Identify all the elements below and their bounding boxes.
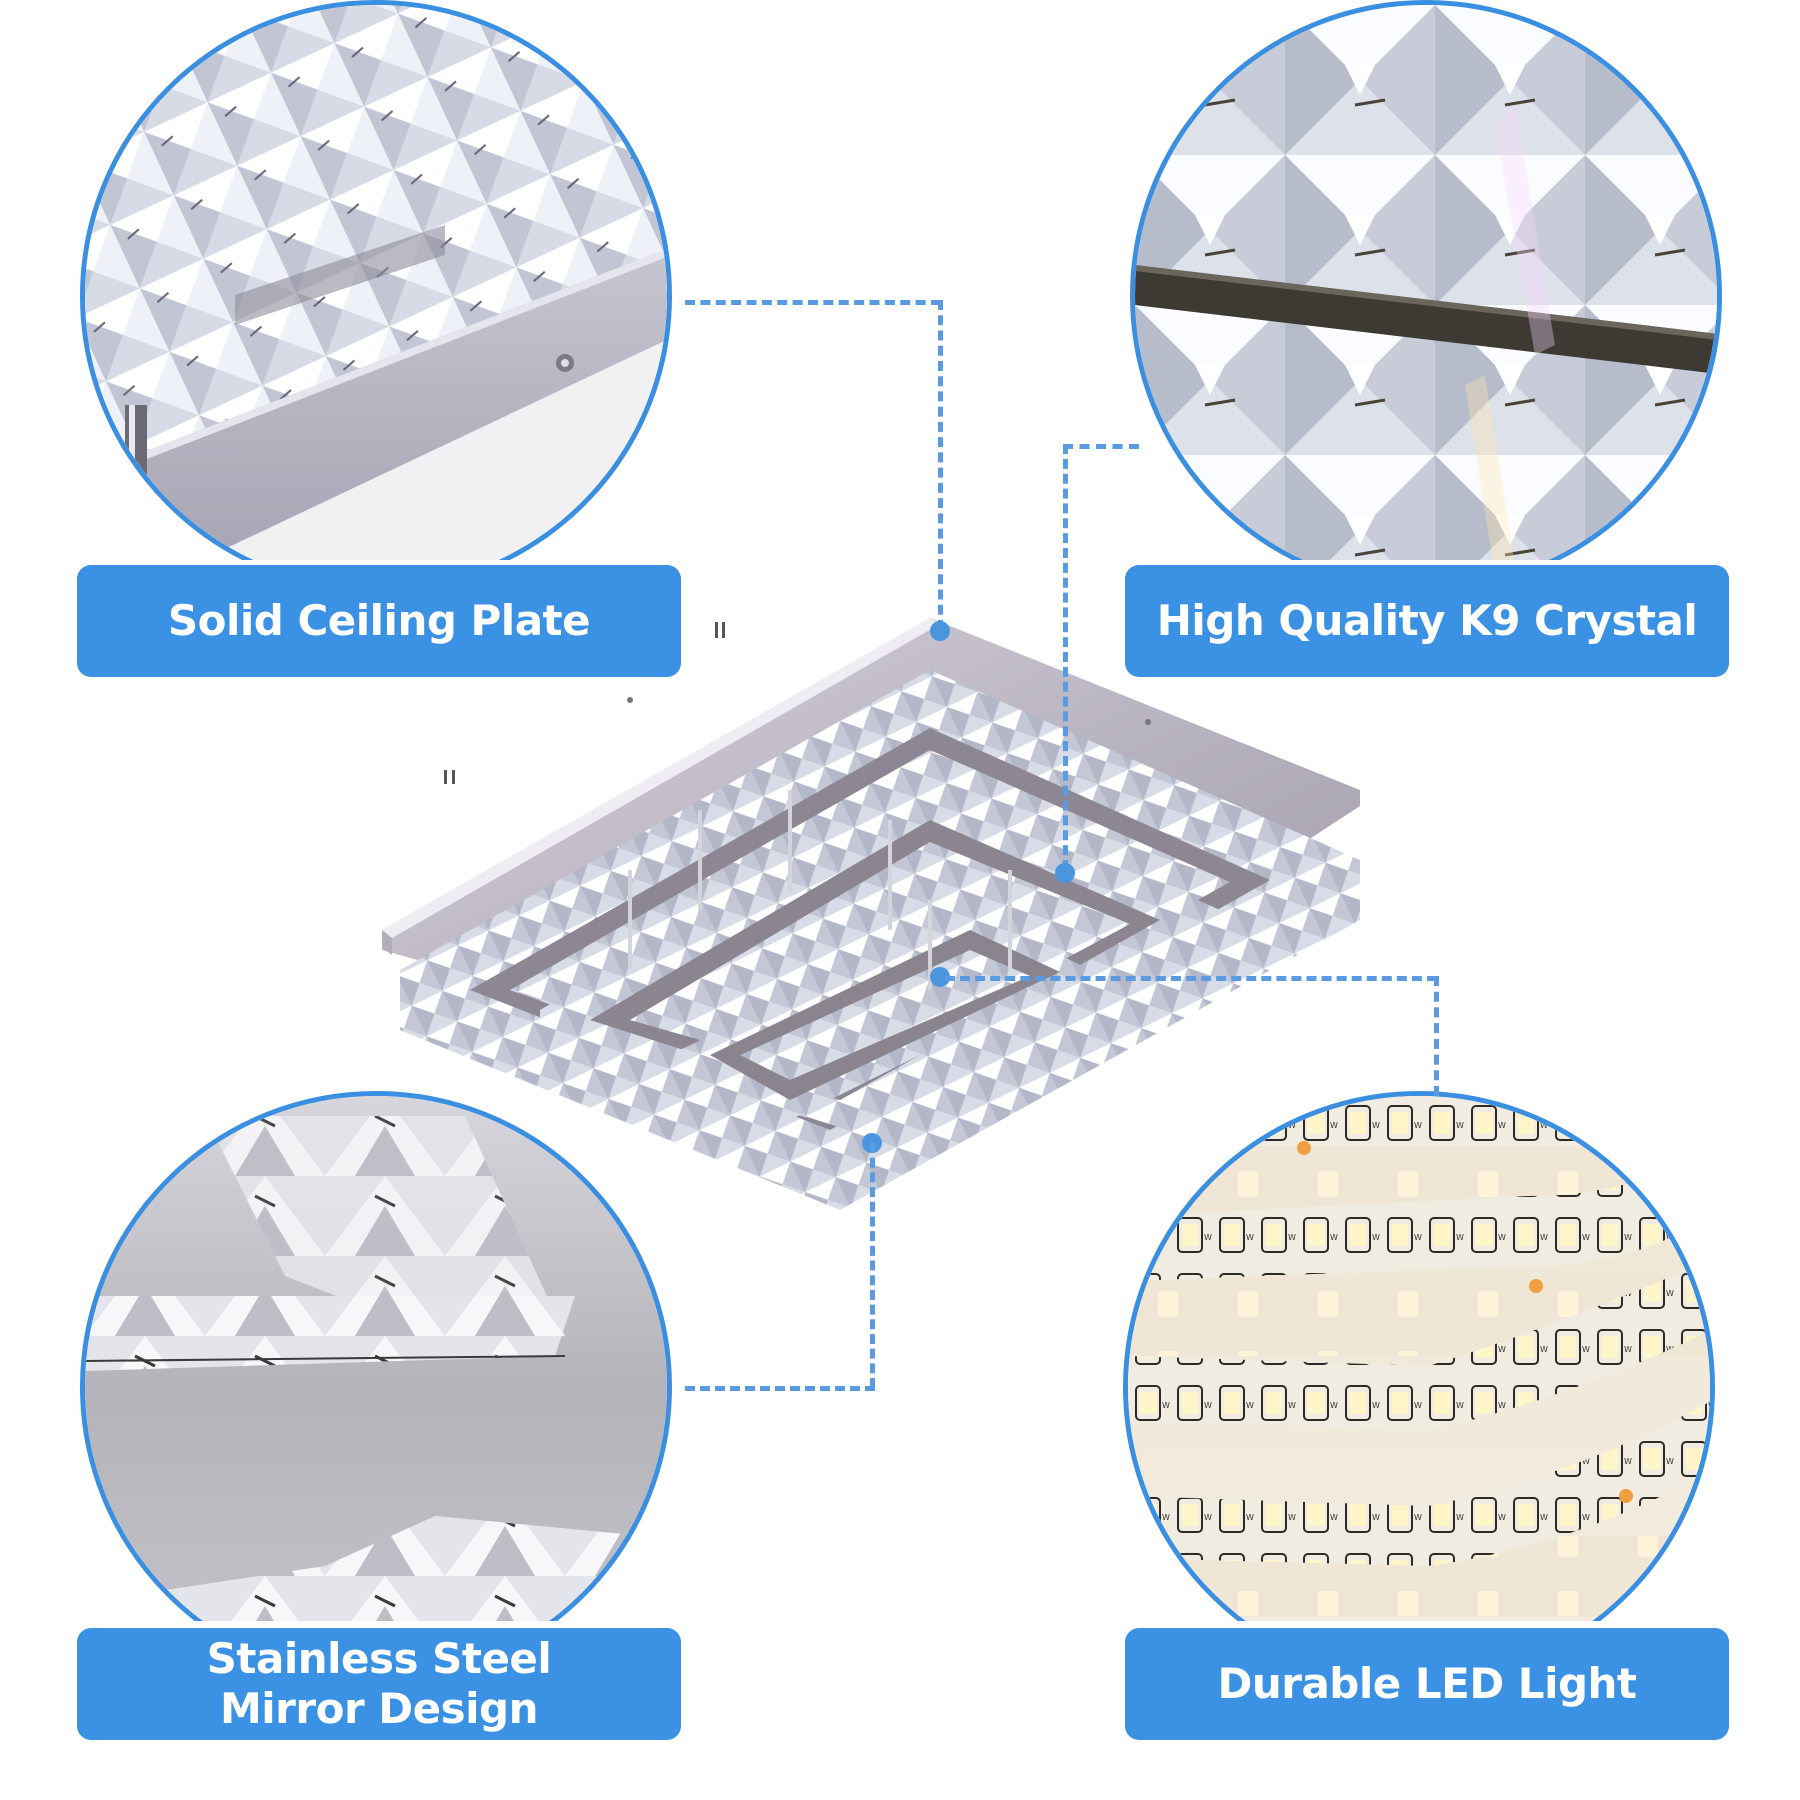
led-strip-closeup: W bbox=[1123, 1091, 1723, 1621]
ceiling-plate-connector-v bbox=[938, 300, 943, 630]
led-light-connector-h bbox=[945, 976, 1437, 981]
k9-crystal-anchor-dot bbox=[1055, 863, 1075, 883]
mirror-steel-closeup bbox=[80, 1091, 680, 1621]
led-light-label: Durable LED Light bbox=[1125, 1628, 1729, 1740]
mirror-design-connector-v bbox=[870, 1143, 875, 1388]
ceiling-plate-label: Solid Ceiling Plate bbox=[77, 565, 681, 677]
led-strip-photo-icon: W bbox=[1128, 1096, 1710, 1621]
mirror-steel-photo-icon bbox=[85, 1096, 667, 1621]
k9-crystal-connector-h bbox=[1063, 444, 1139, 449]
crystal-closeup bbox=[1130, 0, 1730, 560]
ceiling-plate-anchor-dot bbox=[930, 621, 950, 641]
crystal-photo-icon bbox=[1135, 5, 1717, 560]
led-light-anchor-dot bbox=[930, 967, 950, 987]
mirror-design-label-line-1: Stainless Steel bbox=[206, 1634, 552, 1683]
ceiling-plate-circle bbox=[80, 0, 672, 560]
ceiling-plate-photo-icon bbox=[85, 5, 667, 560]
mirror-steel-circle bbox=[80, 1091, 672, 1621]
ceiling-plate-closeup bbox=[80, 0, 680, 560]
led-light-label-text: Durable LED Light bbox=[1217, 1659, 1637, 1708]
led-light-connector-v bbox=[1434, 976, 1439, 1096]
k9-crystal-connector-v bbox=[1063, 444, 1068, 870]
k9-crystal-label-text: High Quality K9 Crystal bbox=[1156, 596, 1698, 645]
ceiling-plate-label-text: Solid Ceiling Plate bbox=[167, 596, 591, 645]
k9-crystal-label: High Quality K9 Crystal bbox=[1125, 565, 1729, 677]
chandelier-icon bbox=[382, 618, 1360, 1210]
chandelier-product-image bbox=[370, 610, 1370, 1210]
mirror-design-connector-h bbox=[685, 1386, 875, 1391]
mirror-design-label: Stainless Steel Mirror Design bbox=[77, 1628, 681, 1740]
crystal-circle bbox=[1130, 0, 1722, 560]
led-strip-circle: W bbox=[1123, 1091, 1715, 1621]
ceiling-plate-connector-h bbox=[685, 300, 941, 305]
mirror-design-label-line-2: Mirror Design bbox=[219, 1684, 539, 1733]
